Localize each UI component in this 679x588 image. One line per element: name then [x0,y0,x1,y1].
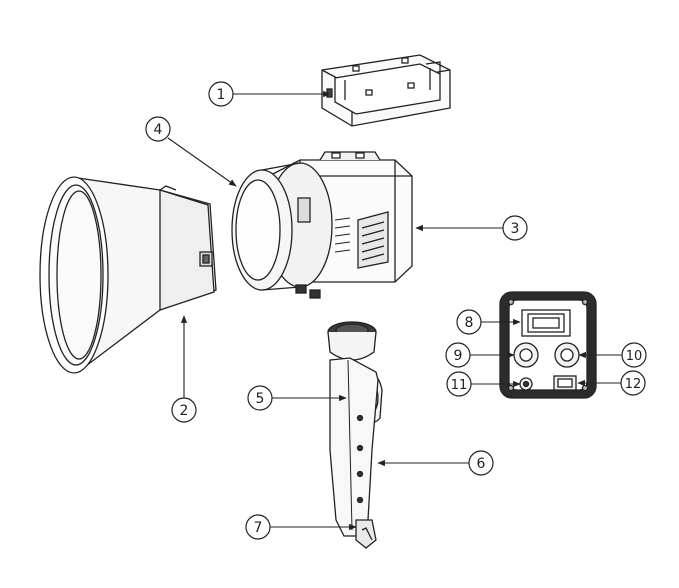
callout-7: 7 [245,514,271,540]
callout-10: 10 [621,342,647,368]
battery-bracket-part [321,54,451,127]
callout-label-9: 9 [454,348,463,364]
callout-label-12: 12 [625,377,642,392]
callout-9: 9 [445,342,471,368]
callout-11: 11 [446,371,472,397]
callout-label-5: 5 [256,391,265,407]
callout-6: 6 [468,450,494,476]
handle-part [327,321,383,549]
callout-label-4: 4 [154,122,163,138]
callout-label-2: 2 [180,403,189,419]
callout-label-11: 11 [451,378,468,393]
leader-lines [167,90,622,531]
callout-1: 1 [208,81,234,107]
callout-label-1: 1 [217,87,226,103]
callout-3: 3 [502,215,528,241]
leader-line-4 [167,137,237,187]
reflector-part [39,176,217,374]
callout-8: 8 [456,309,482,335]
callout-5: 5 [247,385,273,411]
callout-label-6: 6 [477,456,486,472]
callout-label-7: 7 [254,520,263,536]
lamp-body-part [231,151,413,299]
control-panel-part [499,291,597,399]
callout-4: 4 [145,116,171,142]
callout-2: 2 [171,397,197,423]
callout-12: 12 [620,370,646,396]
callout-label-3: 3 [511,221,520,237]
callout-label-8: 8 [465,315,474,331]
callout-label-10: 10 [626,349,643,364]
